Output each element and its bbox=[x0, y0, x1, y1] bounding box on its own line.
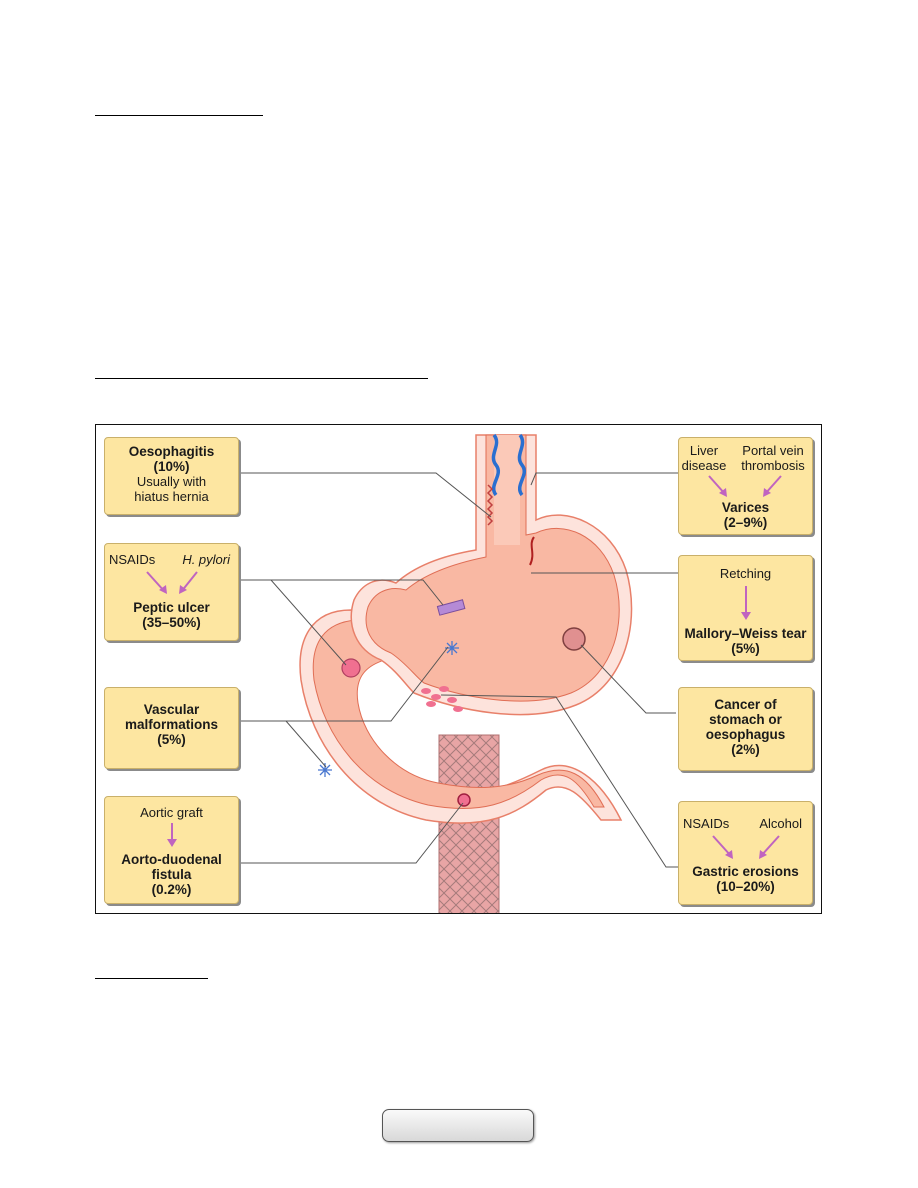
varices-title: Varices bbox=[721, 500, 770, 515]
gastric-erosions-label: NSAIDs Alcohol Gastric erosions (10–20%) bbox=[678, 801, 813, 905]
heading-underline-3 bbox=[95, 978, 208, 979]
cancer-label: Cancer of stomach or oesophagus (2%) bbox=[678, 687, 813, 771]
vascular-malformations-label: Vascular malformations (5%) bbox=[104, 687, 239, 769]
mallory-weiss-tear-mark bbox=[529, 536, 535, 566]
peptic-ulcer-label: NSAIDs H. pylori Peptic ulcer (35–50%) bbox=[104, 543, 239, 641]
varices-label: Liver disease Portal vein thrombosis Var… bbox=[678, 437, 813, 535]
gi-bleeding-causes-figure: Oesophagitis (10%) Usually with hiatus h… bbox=[95, 424, 822, 914]
oesophagitis-percent: (10%) bbox=[153, 459, 190, 474]
heading-underline-2 bbox=[95, 378, 428, 379]
anatomy-illustration bbox=[239, 433, 716, 913]
aorto-duodenal-title-line-2: fistula bbox=[151, 867, 192, 882]
mallory-weiss-arrow bbox=[741, 586, 751, 620]
gastric-erosions-title: Gastric erosions bbox=[692, 864, 799, 879]
oesophagitis-mark bbox=[486, 484, 494, 526]
hiatus-band bbox=[436, 599, 466, 616]
mallory-weiss-cause: Retching bbox=[719, 566, 772, 581]
gastric-erosions-arrows bbox=[712, 835, 780, 859]
mallory-weiss-percent: (5%) bbox=[731, 641, 760, 656]
aorto-duodenal-fistula-label: Aortic graft Aorto-duodenal fistula (0.2… bbox=[104, 796, 239, 904]
varices-veins bbox=[491, 433, 526, 497]
cancer-title-line-3: oesophagus bbox=[705, 727, 786, 742]
mallory-weiss-label: Retching Mallory–Weiss tear (5%) bbox=[678, 555, 813, 661]
cancer-title-line-2: stomach or bbox=[709, 712, 782, 727]
vascular-malformation-stars bbox=[318, 641, 459, 777]
peptic-ulcer-cause-nsaids: NSAIDs bbox=[109, 552, 156, 567]
cancer-title-line-1: Cancer of bbox=[714, 697, 777, 712]
aorto-duodenal-arrow bbox=[167, 823, 177, 847]
duodenal-ulcer bbox=[341, 658, 361, 678]
varices-cause-liver: Liver disease bbox=[681, 443, 727, 473]
vascular-title-line-2: malformations bbox=[124, 717, 219, 732]
peptic-ulcer-title: Peptic ulcer bbox=[133, 600, 210, 615]
gastric-erosion-spots bbox=[421, 686, 463, 712]
peptic-ulcer-arrows bbox=[146, 571, 198, 594]
oesophagitis-note-line-1: Usually with bbox=[136, 474, 207, 489]
peptic-ulcer-percent: (35–50%) bbox=[142, 615, 201, 630]
varices-percent: (2–9%) bbox=[723, 515, 768, 530]
oesophagitis-label: Oesophagitis (10%) Usually with hiatus h… bbox=[104, 437, 239, 515]
aorta-graft bbox=[438, 734, 500, 913]
vascular-title-line-1: Vascular bbox=[143, 702, 200, 717]
page-number-button[interactable] bbox=[382, 1109, 534, 1142]
varices-arrows bbox=[708, 475, 782, 497]
varices-cause-portal: Portal vein thrombosis bbox=[737, 443, 809, 473]
vascular-percent: (5%) bbox=[157, 732, 186, 747]
varices-cause-portal-line-2: thrombosis bbox=[741, 458, 805, 473]
gastric-erosions-cause-nsaids: NSAIDs bbox=[683, 816, 730, 831]
aorto-duodenal-percent: (0.2%) bbox=[151, 882, 192, 897]
varices-cause-liver-line-1: Liver bbox=[689, 443, 719, 458]
peptic-ulcer-cause-h-pylori: H. pylori bbox=[182, 552, 230, 567]
leader-lines bbox=[239, 472, 716, 868]
fistula-point bbox=[457, 793, 471, 807]
tumour-mass bbox=[562, 627, 586, 651]
mallory-weiss-title: Mallory–Weiss tear bbox=[684, 626, 807, 641]
varices-cause-liver-line-2: disease bbox=[681, 458, 727, 473]
cancer-percent: (2%) bbox=[731, 742, 760, 757]
aorto-duodenal-title-line-1: Aorto-duodenal bbox=[121, 852, 222, 867]
varices-cause-portal-line-1: Portal vein bbox=[742, 443, 804, 458]
heading-underline-1 bbox=[95, 115, 263, 116]
stomach-duodenum bbox=[299, 434, 633, 824]
aorto-duodenal-cause: Aortic graft bbox=[140, 805, 203, 820]
oesophagitis-note-line-2: hiatus hernia bbox=[134, 489, 209, 504]
gastric-erosions-percent: (10–20%) bbox=[716, 879, 775, 894]
gastric-erosions-cause-alcohol: Alcohol bbox=[759, 816, 802, 831]
oesophagitis-title: Oesophagitis bbox=[128, 444, 215, 459]
